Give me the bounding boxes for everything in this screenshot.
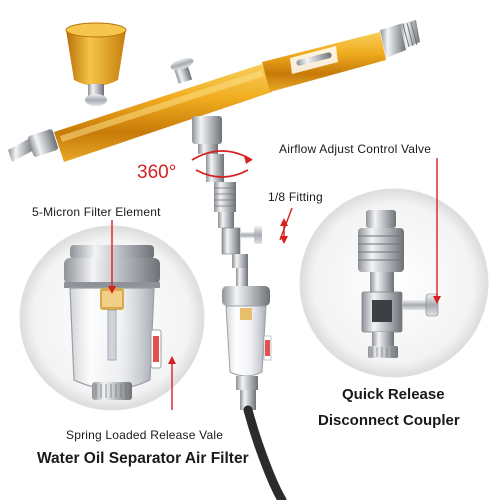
airbrush-body bbox=[8, 20, 420, 162]
center-fitting-assembly bbox=[214, 182, 262, 286]
filter-zoom-circle bbox=[19, 225, 205, 411]
fitting-label: 1/8 Fitting bbox=[268, 190, 323, 204]
leader-arrowheads bbox=[108, 218, 441, 364]
disconnect-coupler-label: Disconnect Coupler bbox=[318, 412, 460, 429]
center-filter-body bbox=[222, 286, 272, 410]
spring-valve-label: Spring Loaded Release Vale bbox=[66, 428, 224, 442]
product-name-label: Water Oil Separator Air Filter bbox=[37, 450, 249, 467]
coupler-zoom-circle bbox=[299, 188, 489, 378]
quick-release-label: Quick Release bbox=[342, 386, 445, 403]
filter-element-label: 5-Micron Filter Element bbox=[32, 205, 161, 219]
swivel-connector bbox=[191, 116, 253, 182]
rotation-label: 360° bbox=[137, 162, 177, 183]
airflow-valve-label: Airflow Adjust Control Valve bbox=[279, 142, 432, 156]
air-hose bbox=[243, 405, 287, 500]
